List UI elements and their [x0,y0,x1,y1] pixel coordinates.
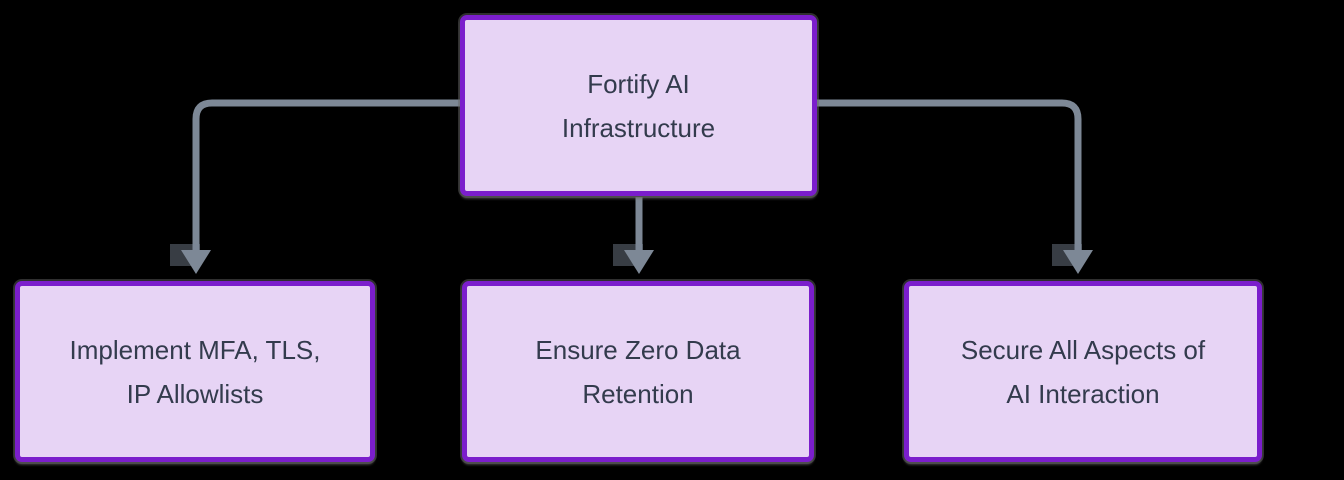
edge-root-child1-arrowhead-icon [181,250,211,274]
edge-root-child2-arrowhead-icon [624,250,654,274]
node-implement-mfa-tls-ip-allowlists: Implement MFA, TLS, IP Allowlists [15,281,375,462]
node-label-line: AI Interaction [1006,378,1160,409]
node-fortify-ai-infrastructure: Fortify AI Infrastructure [460,15,817,196]
node-label-line: IP Allowlists [126,378,264,409]
node-label-line: Secure All Aspects of [960,334,1206,365]
node-ensure-zero-data-retention: Ensure Zero Data Retention [462,281,814,462]
edge-root-child3-arrowhead-icon [1063,250,1093,274]
edge-root-child1 [192,99,460,252]
node-label-line: Implement MFA, TLS, [69,334,321,365]
node-label-line: Fortify AI [587,68,690,99]
edge-root-child3 [816,99,1082,252]
node-label-line: Ensure Zero Data [535,334,741,365]
node-label-line: Infrastructure [561,112,716,143]
node-label-line: Retention [582,378,694,409]
node-secure-all-aspects-of-ai-interaction: Secure All Aspects of AI Interaction [904,281,1262,462]
